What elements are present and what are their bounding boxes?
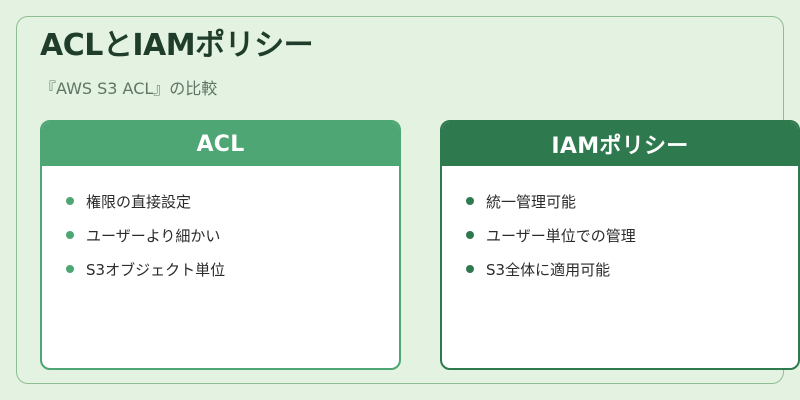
list-item: 権限の直接設定 [66, 184, 225, 218]
list-item: S3全体に適用可能 [466, 252, 636, 286]
list-item-label: 統一管理可能 [486, 192, 577, 211]
list-item-label: ユーザー単位での管理 [486, 226, 636, 245]
list-item-label: S3全体に適用可能 [486, 260, 611, 279]
acl-card-heading: ACL [42, 122, 399, 166]
acl-card: ACL 権限の直接設定 ユーザーより細かい S3オブジェクト単位 [40, 120, 401, 370]
bullet-dot-icon [466, 265, 474, 273]
iam-policy-feature-list: 統一管理可能 ユーザー単位での管理 S3全体に適用可能 [466, 184, 636, 286]
page-subtitle: 『AWS S3 ACL』の比較 [40, 79, 218, 98]
bullet-dot-icon [66, 231, 74, 239]
bullet-dot-icon [466, 197, 474, 205]
acl-feature-list: 権限の直接設定 ユーザーより細かい S3オブジェクト単位 [66, 184, 225, 286]
bullet-dot-icon [466, 231, 474, 239]
list-item: 統一管理可能 [466, 184, 636, 218]
list-item: ユーザー単位での管理 [466, 218, 636, 252]
bullet-dot-icon [66, 265, 74, 273]
iam-policy-card: IAMポリシー 統一管理可能 ユーザー単位での管理 S3全体に適用可能 [440, 120, 800, 370]
list-item: S3オブジェクト単位 [66, 252, 225, 286]
bullet-dot-icon [66, 197, 74, 205]
page-title: ACLとIAMポリシー [40, 28, 314, 63]
list-item-label: S3オブジェクト単位 [86, 260, 226, 279]
list-item-label: 権限の直接設定 [86, 192, 192, 211]
iam-policy-card-heading: IAMポリシー [442, 122, 798, 166]
list-item: ユーザーより細かい [66, 218, 225, 252]
list-item-label: ユーザーより細かい [86, 226, 221, 245]
